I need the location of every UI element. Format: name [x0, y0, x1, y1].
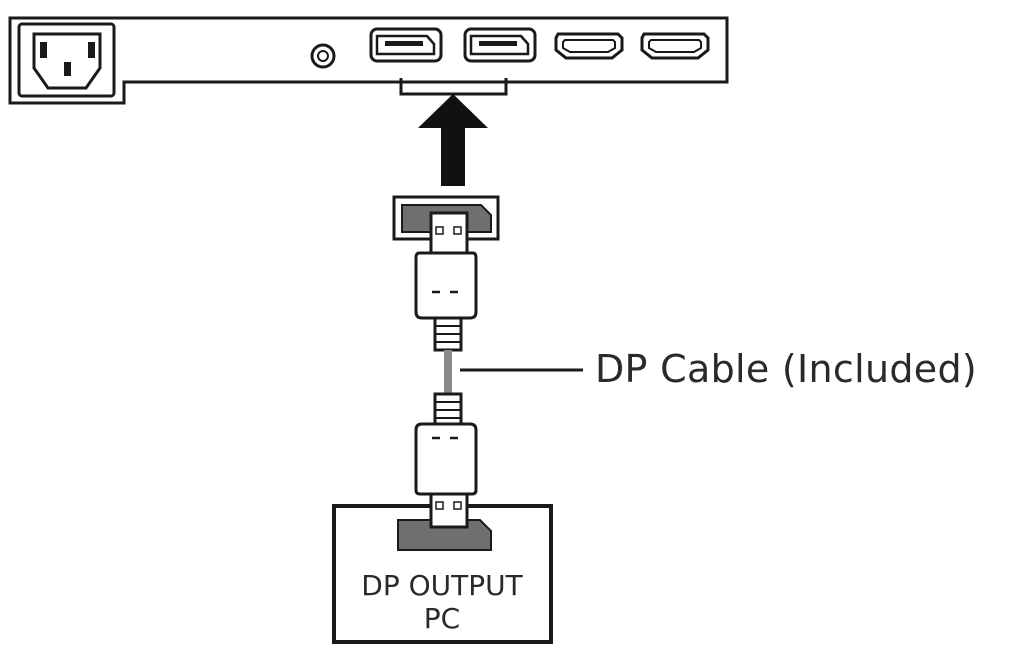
cable-label: DP Cable (Included)	[595, 347, 977, 391]
up-arrow-icon	[418, 94, 488, 186]
hdmi-icon	[554, 32, 624, 60]
monitor-panel-outline	[8, 16, 729, 105]
pc-plug-tip	[429, 492, 469, 529]
pc-box: DP OUTPUT PC	[332, 492, 553, 644]
audio-jack-icon	[310, 43, 336, 69]
displayport-icon	[463, 27, 537, 63]
displayport-plug-icon	[392, 195, 500, 352]
hdmi-icon	[640, 32, 710, 60]
displayport-plug-icon	[414, 392, 478, 496]
ac-power-inlet-icon	[17, 22, 116, 98]
port-bracket	[399, 78, 508, 96]
monitor-io-panel	[8, 16, 729, 105]
dp-cable	[444, 350, 452, 394]
pc-label-line1: DP OUTPUT	[361, 569, 523, 602]
displayport-icon	[369, 27, 443, 63]
pc-label-line2: PC	[424, 602, 460, 635]
